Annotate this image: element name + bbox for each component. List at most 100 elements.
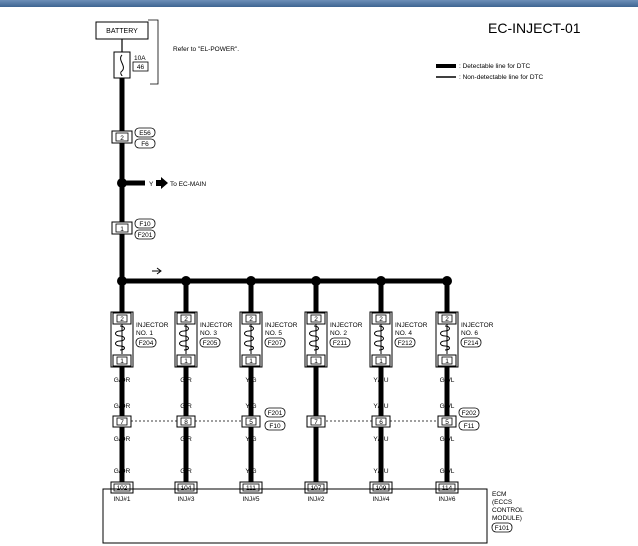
joint-wire-color-top: Y/PU — [373, 403, 388, 410]
supply-wire-color: Y — [379, 296, 384, 303]
joint-code-f202: F202 — [462, 410, 477, 417]
solenoid-coil-icon — [309, 325, 319, 351]
injector-pin-top: 2 — [314, 316, 318, 323]
ecm-terminal-label: INJ#3 — [178, 496, 195, 503]
injector-code-box — [460, 337, 482, 348]
injector-pin-bottom: 1 — [314, 358, 318, 365]
ecm-pin-box — [177, 483, 195, 492]
injector-out-wire-color: G — [313, 377, 318, 384]
injector-code-box — [329, 337, 351, 348]
joint-wire-color-top: GY/L — [440, 403, 455, 410]
joint-wire-color-bottom: GY/L — [440, 436, 455, 443]
injector-number: NO. 2 — [330, 330, 347, 337]
injector-code-box — [394, 337, 416, 348]
injector-code: F211 — [333, 340, 348, 347]
connector-f10-code: F10 — [139, 221, 151, 228]
joint-connector-pin-pin-box — [180, 417, 192, 426]
fuse: 10A 46 — [113, 51, 149, 79]
injector-pin-top-pin-box — [245, 314, 257, 323]
injector-out-wire-color: Y/PU — [373, 377, 388, 384]
ecm-terminal-label: INJ#2 — [308, 496, 325, 503]
injector-pin-bottom: 1 — [445, 358, 449, 365]
connector-e56: 2 E56 F6 Y — [111, 127, 156, 158]
ecm-pin-box — [438, 483, 456, 492]
fuse-rating: 10A — [134, 55, 146, 62]
injector-pin-top: 2 — [184, 316, 188, 323]
ecm-box — [102, 488, 488, 544]
solenoid-coil-icon — [244, 325, 254, 351]
ecm-terminal-label: INJ#1 — [114, 496, 131, 503]
connector-f201-code: F201 — [138, 232, 153, 239]
ecm-pin-box — [372, 483, 390, 492]
solenoid-coil-icon — [440, 325, 450, 351]
ec-main-wire-color: Y — [149, 181, 154, 188]
supply-wire-color: Y — [249, 296, 254, 303]
joint-code-f201: F201 — [268, 410, 283, 417]
supply-wire-color: Y — [314, 296, 319, 303]
injector-code-box — [264, 337, 286, 348]
injector-pin-bottom-pin-box — [180, 356, 192, 365]
ecm-connector-code: F101 — [495, 525, 510, 532]
injector-pin-bottom-pin-box — [116, 356, 128, 365]
injector-pin-top: 2 — [249, 316, 253, 323]
fuse-number: 46 — [137, 64, 145, 71]
injector-out-wire-color: G/R — [180, 377, 192, 384]
ecm-label-line-1: ECM — [492, 491, 506, 498]
joint-wire-color-bottom: Y/G — [245, 436, 256, 443]
injector-pin-bottom: 1 — [184, 358, 188, 365]
joint-wire-color-top: G/OR — [114, 403, 131, 410]
supply-wire-color: Y — [120, 296, 125, 303]
joint-wire-color-bottom: Y/PU — [373, 436, 388, 443]
injector-pin-top-pin-box — [180, 314, 192, 323]
injector-pin-bottom-pin-box — [310, 356, 322, 365]
ecm-terminal-label: INJ#6 — [439, 496, 456, 503]
joint-connector-pin-pin-box — [375, 417, 387, 426]
ecm-label-line-2: (ECCS — [492, 499, 513, 506]
supply-wire-color: Y — [445, 296, 450, 303]
joint-code-f11: F11 — [464, 423, 475, 430]
ecm-wire-color: GY/L — [440, 468, 455, 475]
solenoid-coil-icon — [179, 325, 189, 351]
injector-name: INJECTOR — [395, 322, 428, 329]
injector-pin-top-pin-box — [310, 314, 322, 323]
legend: : Detectable line for DTC : Non-detectab… — [436, 63, 543, 81]
injector-pin-bottom: 1 — [120, 358, 124, 365]
injector-pin-bottom-pin-box — [245, 356, 257, 365]
ecm-terminal-label: INJ#4 — [373, 496, 390, 503]
injector-out-wire-color: G/OR — [114, 377, 131, 384]
injector-pin-top-pin-box — [441, 314, 453, 323]
window-title-bar — [0, 0, 638, 7]
connector-f10-pin: 1 — [120, 226, 124, 233]
ecm-terminal-label: INJ#5 — [243, 496, 260, 503]
connector-e56-pin: 2 — [120, 135, 124, 142]
current-direction-icon — [152, 267, 162, 275]
connector-f10-wire: Y — [120, 209, 125, 216]
injector-code: F205 — [203, 340, 218, 347]
ecm-wire-color: G/R — [180, 468, 192, 475]
fuse-element-icon — [120, 54, 124, 77]
ecm-wire-color: G/OR — [114, 468, 131, 475]
injector-pin-bottom: 1 — [249, 358, 253, 365]
fuse-body — [113, 51, 131, 79]
joint-wire-color-bottom: G — [313, 436, 318, 443]
injector-name: INJECTOR — [265, 322, 298, 329]
ec-main-label: To EC-MAIN — [170, 181, 206, 188]
joint-wire-color-bottom: G/OR — [114, 436, 131, 443]
injector-code: F212 — [398, 340, 413, 347]
connector-e56-code: E56 — [139, 130, 151, 137]
injector-pin-top-pin-box — [375, 314, 387, 323]
arrow-right-icon — [156, 177, 168, 189]
legend-non-detectable: : Non-detectable line for DTC — [459, 74, 543, 81]
ecm-pin-box — [113, 483, 131, 492]
ecm-pin-box — [242, 483, 260, 492]
joint-connector-pin: 8 — [184, 419, 188, 426]
joint-connector-pin-pin-box — [310, 417, 322, 426]
injector-number: NO. 6 — [461, 330, 478, 337]
connector-e56-wire: Y — [120, 151, 125, 158]
